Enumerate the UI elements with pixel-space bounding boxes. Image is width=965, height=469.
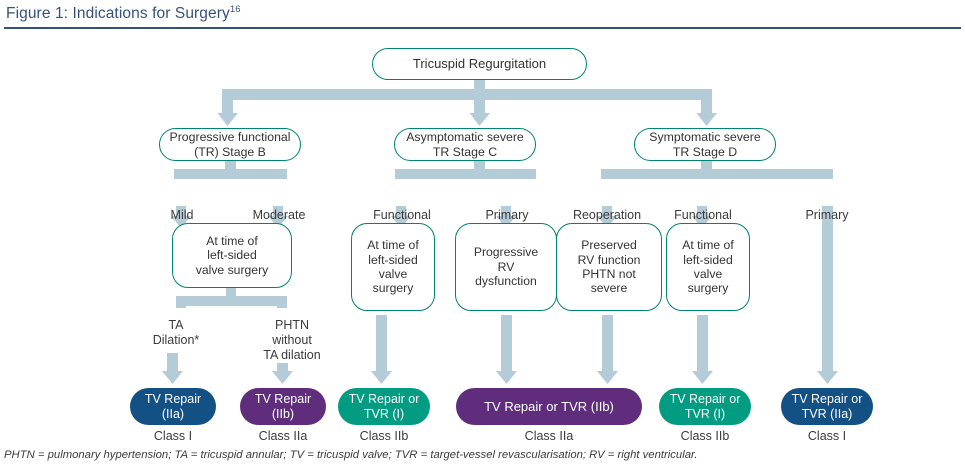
branch-label-functional-c: Functional — [373, 208, 431, 222]
class-label-2: Class IIa — [258, 429, 308, 443]
node-stage-b[interactable]: Progressive functional(TR) Stage B — [159, 128, 301, 161]
class-label-1: Class I — [153, 429, 193, 443]
class-label-5: Class IIb — [680, 429, 730, 443]
branch-label-reoperation: Reoperation — [572, 208, 642, 222]
result-label: TV Repair(IIb) — [254, 391, 312, 421]
page-title: Figure 1: Indications for Surgery16 — [6, 4, 959, 23]
connector-layer — [162, 79, 838, 384]
class-label-3: Class IIb — [359, 429, 409, 443]
figure-header: Figure 1: Indications for Surgery16 — [0, 0, 965, 30]
node-label: Tricuspid Regurgitation — [412, 56, 547, 72]
figure-title-reference: 16 — [229, 4, 241, 15]
node-tricuspid-regurgitation[interactable]: Tricuspid Regurgitation — [372, 48, 587, 80]
figure-footnote: PHTN = pulmonary hypertension; TA = tric… — [4, 449, 698, 461]
branch-label-primary-d: Primary — [805, 208, 849, 222]
result-label: TV Repair or TVR (IIb) — [484, 398, 614, 414]
branch-label-mild: Mild — [170, 208, 194, 222]
result-tv-repair-or-tvr-iib[interactable]: TV Repair or TVR (IIb) — [456, 388, 642, 425]
header-divider — [4, 27, 961, 29]
branch-label-functional-d: Functional — [674, 208, 732, 222]
figure-title-text: Figure 1: Indications for Surgery — [6, 5, 230, 23]
result-label: TV Repair(IIa) — [144, 391, 202, 421]
node-label: Progressive functional(TR) Stage B — [169, 130, 291, 159]
result-tv-repair-iia-left[interactable]: TV Repair(IIa) — [130, 388, 216, 425]
result-tv-repair-iib[interactable]: TV Repair(IIb) — [240, 388, 326, 425]
branch-label-moderate: Moderate — [252, 208, 306, 222]
flowchart-diagram: Tricuspid Regurgitation Progressive func… — [0, 30, 965, 443]
class-label-6: Class I — [807, 429, 847, 443]
class-label-4: Class IIa — [524, 429, 574, 443]
node-layer: Tricuspid Regurgitation Progressive func… — [0, 30, 965, 443]
branch-label-primary-c: Primary — [485, 208, 529, 222]
